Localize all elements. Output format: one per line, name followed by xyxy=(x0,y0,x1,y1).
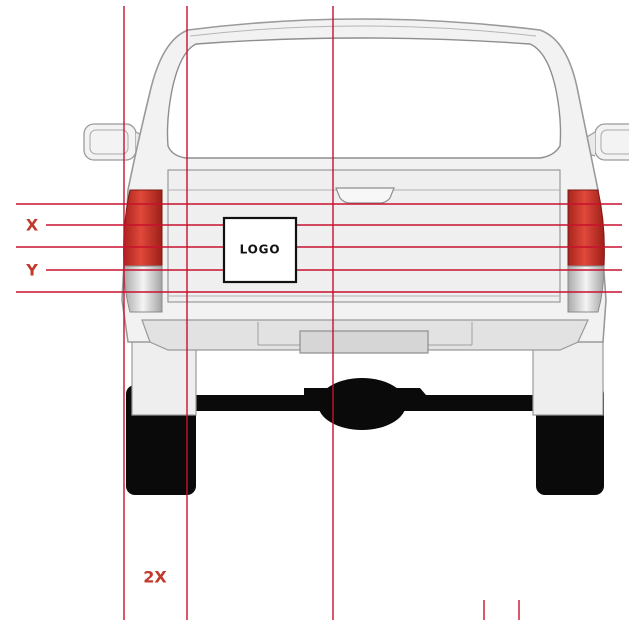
logo-placeholder: LOGO xyxy=(222,216,298,284)
right-tail-light xyxy=(567,189,605,313)
rear-axle xyxy=(192,378,542,430)
logo-text: LOGO xyxy=(240,243,281,257)
rear-window xyxy=(166,37,562,159)
license-plate-recess xyxy=(299,330,429,354)
tailgate-handle xyxy=(335,187,395,204)
label-2x: 2X xyxy=(143,568,167,587)
left-tail-light xyxy=(123,189,163,313)
label-x: X xyxy=(26,216,39,235)
pickup-truck-rear-view xyxy=(83,18,629,495)
label-y: Y xyxy=(25,261,38,280)
guide-lines xyxy=(16,6,622,620)
